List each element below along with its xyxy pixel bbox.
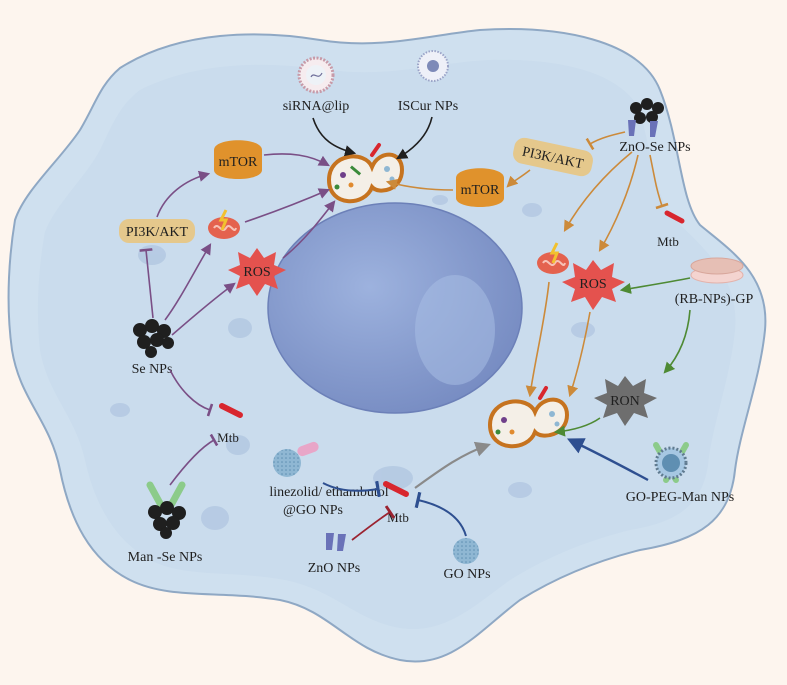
purple-arrows [139,153,336,486]
ron-shape [594,376,657,426]
man-se-nps-icon [146,481,186,539]
ros-left-shape [228,248,286,296]
label-mtor-left: mTOR [219,155,258,170]
phagosome-top [326,143,405,204]
gray-arrow [414,441,491,489]
mtor-right-shape [456,168,504,207]
zno-nps-icon [326,533,346,551]
label-linezolid-line1: linezolid/ ethambutol [269,485,388,500]
mitochondrion-right-icon [537,242,569,274]
mtb-left-bacterium [219,403,243,418]
label-pi3k-left: PI3K/AKT [126,225,189,240]
label-se-nps: Se NPs [132,362,173,377]
label-iscur-nps: ISCur NPs [398,99,458,114]
black-arrows [312,116,433,160]
label-rb-nps-gp: (RB-NPs)-GP [675,292,754,307]
green-arrows [553,277,691,437]
iscur-np-icon [417,50,449,82]
mtb-top-right-bacterium [664,210,685,224]
label-mtor-right: mTOR [461,183,500,198]
pi3k-right-shape [513,137,593,177]
orange-arrows [385,131,669,398]
label-ros-right: ROS [579,277,606,292]
zno-se-nps-icon [628,98,664,137]
mitochondrion-left-icon [208,209,240,239]
go-peg-man-nps-icon [653,442,689,483]
se-nps-icon [133,319,174,358]
label-linezolid-line2: @GO NPs [283,503,343,518]
phagosome-bottom [487,386,570,449]
red-inhibit-arrow [351,505,396,541]
ros-right-shape [562,260,625,310]
mtor-left-shape [214,140,262,179]
label-ron: RON [610,394,640,409]
blue-arrows [322,438,649,537]
linezolid-go-np-icon [273,441,319,477]
label-mtb-top-right: Mtb [657,234,679,249]
label-man-se-nps: Man -Se NPs [128,550,203,565]
nucleus-highlight [415,275,495,385]
mtb-center-bacterium [383,481,409,497]
pi3k-left-shape [119,219,195,243]
label-zno-nps: ZnO NPs [308,561,361,576]
rb-nps-gp-icon [690,257,744,284]
label-sirna-lip: siRNA@lip [283,99,350,114]
label-go-nps: GO NPs [443,567,490,582]
label-zno-se-nps: ZnO-Se NPs [619,140,690,155]
label-go-peg-man-nps: GO-PEG-Man NPs [626,490,735,505]
liposome-icon [297,56,335,94]
go-nps-icon [453,538,479,564]
label-mtb-center: Mtb [387,510,409,525]
label-ros-left: ROS [243,265,270,280]
label-mtb-left: Mtb [217,430,239,445]
